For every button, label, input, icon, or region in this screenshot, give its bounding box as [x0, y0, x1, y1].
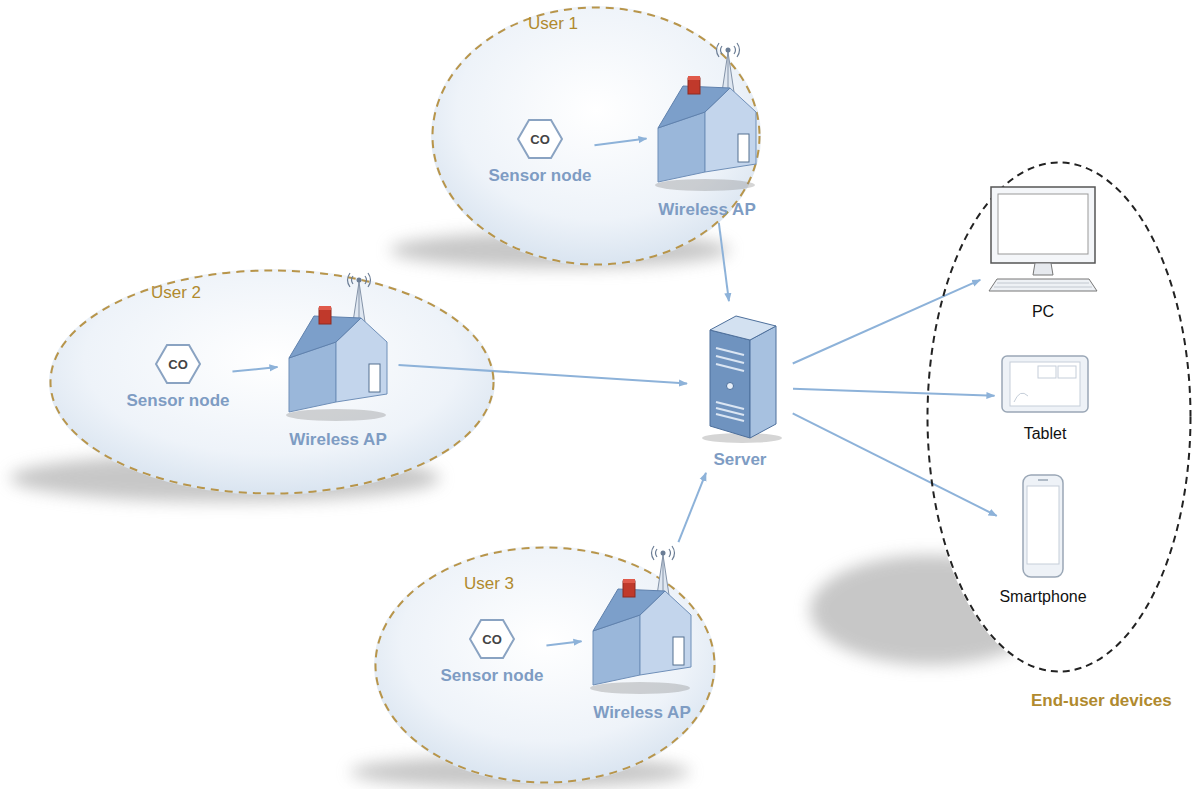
link-arrow [232, 367, 277, 372]
sensor-icon: CO [155, 343, 201, 385]
gas-symbol: CO [155, 343, 201, 385]
link-arrow [594, 139, 646, 146]
server-icon [690, 304, 790, 444]
group-fills [49, 6, 1192, 784]
house-icon [281, 272, 396, 422]
node-label: Wireless AP [289, 430, 386, 450]
link-arrow [793, 413, 997, 515]
node-label: Sensor node [441, 666, 544, 686]
house-node: Wireless AP [650, 42, 765, 220]
pc-icon [983, 183, 1103, 293]
sensor-icon: CO [469, 618, 515, 660]
user-label: User 3 [464, 574, 514, 594]
node-label: Wireless AP [593, 703, 690, 723]
node-label: PC [1032, 303, 1054, 321]
user-region: User 3 CO Sensor nodeWireless AP [374, 546, 716, 784]
link-arrow [793, 389, 995, 396]
region-label: End-user devices [1031, 691, 1172, 711]
group-shadows [10, 232, 1050, 788]
node-label: Sensor node [489, 166, 592, 186]
phone-icon [1013, 472, 1073, 582]
sensor-node: CO Sensor node [441, 618, 544, 686]
gas-symbol: CO [469, 618, 515, 660]
node-label: Sensor node [127, 391, 230, 411]
node-label: Smartphone [999, 588, 1086, 606]
tablet-icon [998, 352, 1093, 417]
tablet-node: Tablet [998, 352, 1093, 443]
sensor-node: CO Sensor node [489, 118, 592, 186]
house-icon [585, 545, 700, 695]
dashed-outline [49, 269, 495, 495]
user-region: User 1 CO Sensor nodeWireless AP [431, 6, 761, 266]
user-label: User 1 [528, 14, 578, 34]
house-node: Wireless AP [585, 545, 700, 723]
link-arrow [719, 223, 729, 301]
server-node: Server [690, 304, 790, 470]
node-label: Wireless AP [658, 200, 755, 220]
house-node: Wireless AP [281, 272, 396, 450]
link-arrow [398, 365, 687, 384]
link-arrow [678, 473, 706, 542]
user-region: User 2 CO Sensor nodeWireless AP [49, 269, 495, 495]
node-label: Server [714, 450, 767, 470]
device-region: End-user devicesPCTabletSmartphone [926, 161, 1192, 673]
sensor-node: CO Sensor node [127, 343, 230, 411]
user-label: User 2 [151, 283, 201, 303]
gas-symbol: CO [517, 118, 563, 160]
link-arrow [546, 641, 581, 645]
node-label: Tablet [1024, 425, 1067, 443]
house-icon [650, 42, 765, 192]
pc-node: PC [983, 183, 1103, 321]
phone-node: Smartphone [999, 472, 1086, 606]
link-arrow [793, 280, 981, 364]
sensor-icon: CO [517, 118, 563, 160]
